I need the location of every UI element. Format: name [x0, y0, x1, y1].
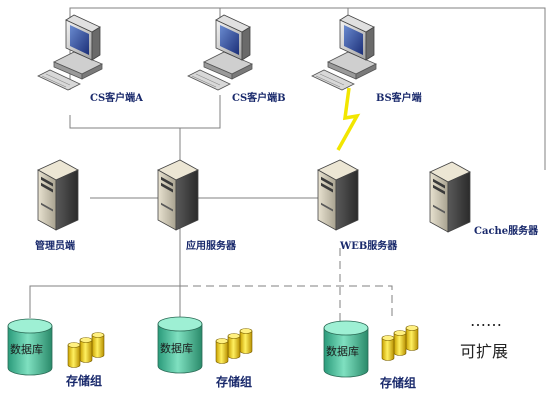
database-label: 数据库: [10, 342, 43, 356]
database-label: 数据库: [160, 341, 193, 355]
admin-terminal[interactable]: 管理员端: [35, 159, 79, 252]
app-server-label: 应用服务器: [186, 239, 237, 252]
storage-unit-2[interactable]: 数据库 存储组: [157, 316, 253, 389]
workstation-icon: [311, 14, 377, 91]
app-server[interactable]: 应用服务器: [157, 159, 237, 252]
server-tower-icon: [429, 161, 471, 233]
expand-ellipsis: ……: [470, 311, 502, 330]
bs-client-label: BS客户端: [376, 91, 422, 104]
storage-unit-3[interactable]: 数据库 存储组: [323, 320, 419, 390]
cache-server[interactable]: Cache服务器: [429, 161, 539, 237]
bs-client[interactable]: BS客户端: [311, 14, 422, 104]
connection-lines: [29, 7, 546, 318]
cs-client-b-label: CS客户端B: [232, 91, 286, 104]
cs-client-a[interactable]: CS客户端A: [37, 14, 143, 104]
database-label: 数据库: [326, 344, 359, 358]
cs-client-b[interactable]: CS客户端B: [187, 14, 286, 104]
server-tower-icon: [317, 159, 359, 231]
storage-group-label: 存储组: [379, 375, 416, 390]
expansion-dashed-lines: [180, 248, 393, 322]
storage-group-label: 存储组: [65, 373, 102, 388]
cache-server-label: Cache服务器: [474, 224, 539, 237]
storage-group-label: 存储组: [215, 374, 252, 389]
expandable-label: 可扩展: [460, 342, 508, 361]
cs-client-a-label: CS客户端A: [90, 91, 143, 104]
storage-cylinders-icon: [67, 332, 105, 368]
admin-terminal-label: 管理员端: [35, 239, 75, 252]
wireless-link-icon: [336, 87, 361, 151]
server-tower-icon: [37, 159, 79, 231]
storage-unit-1[interactable]: 数据库 存储组: [7, 318, 105, 388]
web-server-label: WEB服务器: [339, 239, 398, 252]
server-tower-icon: [157, 159, 199, 231]
storage-cylinders-icon: [381, 325, 419, 361]
workstation-icon: [187, 14, 253, 91]
web-server[interactable]: WEB服务器: [317, 159, 398, 252]
storage-cylinders-icon: [215, 328, 253, 364]
